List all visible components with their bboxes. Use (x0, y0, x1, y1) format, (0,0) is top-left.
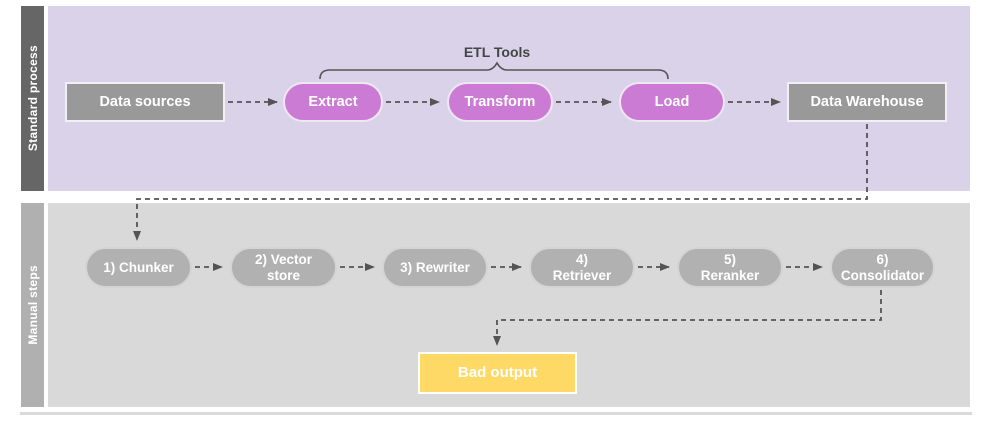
connector-warehouse-to-chunker (133, 124, 868, 241)
lane-header-standard-process: Standard process (21, 6, 44, 191)
node-vector-store[interactable]: 2) Vector store (230, 247, 337, 288)
node-reranker[interactable]: 5) Reranker (677, 247, 783, 288)
node-retriever[interactable]: 4) Retriever (529, 247, 635, 288)
node-load[interactable]: Load (619, 82, 725, 122)
bottom-divider (20, 412, 972, 415)
node-extract[interactable]: Extract (283, 82, 383, 122)
node-data-warehouse[interactable]: Data Warehouse (787, 82, 947, 122)
node-data-sources[interactable]: Data sources (65, 82, 225, 122)
etl-tools-brace (319, 61, 669, 80)
node-chunker[interactable]: 1) Chunker (85, 247, 192, 288)
node-bad-output[interactable]: Bad output (418, 352, 577, 394)
node-transform[interactable]: Transform (447, 82, 553, 122)
lane-header-manual-steps: Manual steps (21, 203, 44, 407)
node-rewriter[interactable]: 3) Rewriter (382, 247, 488, 288)
node-consolidator[interactable]: 6) Consolidator (830, 247, 935, 288)
connector-consolidator-to-badoutput (493, 290, 882, 346)
etl-tools-label: ETL Tools (463, 44, 531, 60)
